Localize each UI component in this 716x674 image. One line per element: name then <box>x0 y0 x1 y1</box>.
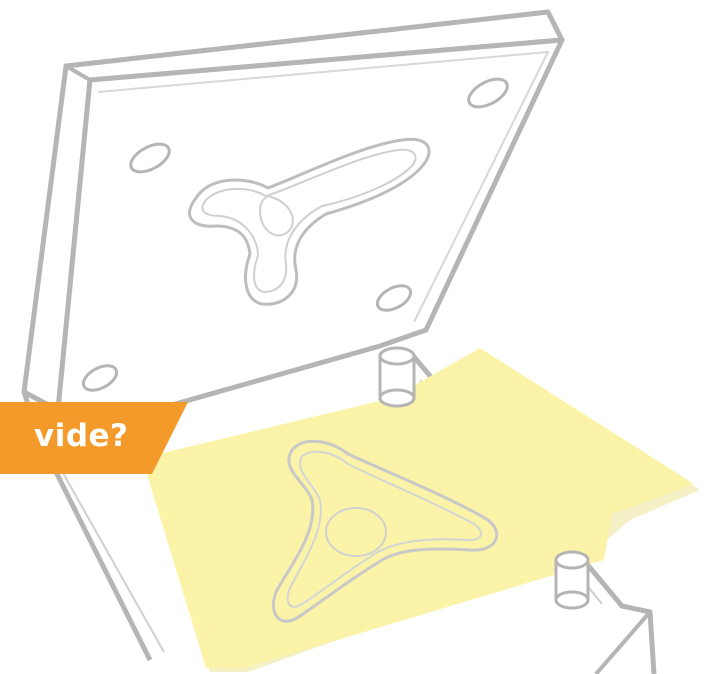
sheet-surface <box>142 348 694 668</box>
guide-pin-front <box>556 552 588 608</box>
lower-plate-front-edge <box>596 612 650 674</box>
question-banner: vide? <box>0 402 188 474</box>
banner-text: vide? <box>34 416 129 456</box>
lower-plate-left-inner <box>50 450 164 652</box>
guide-pin-back <box>380 348 414 406</box>
plastic-sheet <box>142 348 700 672</box>
